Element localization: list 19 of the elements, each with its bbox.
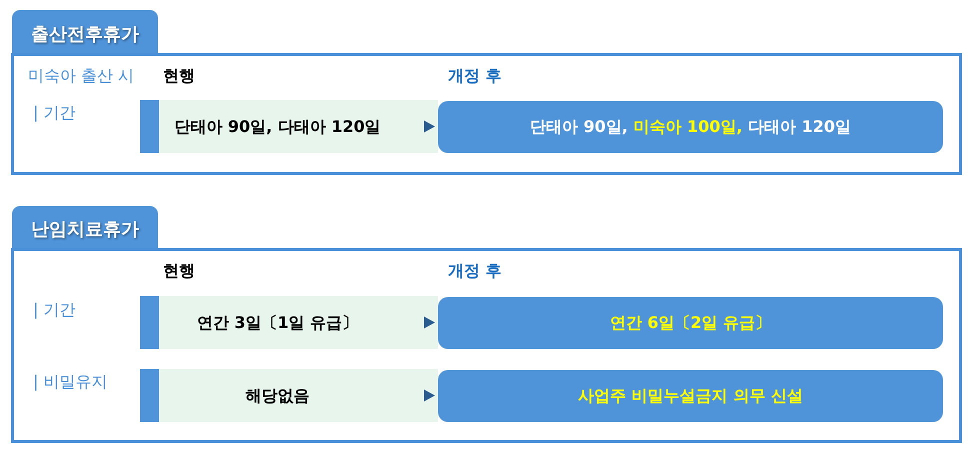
row-label: | 기간 xyxy=(33,103,76,123)
arrow xyxy=(410,100,438,153)
tab-heading: 난임치료휴가 xyxy=(12,206,158,248)
current-box: 연간 3일〔1일 유급〕 xyxy=(140,296,410,349)
column-header: 개정 후 xyxy=(448,66,502,86)
row-label: | 기간 xyxy=(33,300,76,320)
current-box: 해당없음 xyxy=(140,369,410,422)
column-header: 개정 후 xyxy=(448,261,502,281)
arrow xyxy=(410,296,438,349)
row-label: | 비밀유지 xyxy=(33,372,108,392)
current-box: 단태아 90일, 다태아 120일 xyxy=(140,100,410,153)
row-label: 미숙아 출산 시 xyxy=(28,66,134,86)
column-header: 현행 xyxy=(163,66,195,86)
revised-box: 연간 6일〔2일 유급〕 xyxy=(438,297,943,349)
revised-box: 사업주 비밀누설금지 의무 신설 xyxy=(438,370,943,422)
revised-box: 단태아 90일, 미숙아 100일, 다태아 120일 xyxy=(438,101,943,153)
tab-heading: 출산전후휴가 xyxy=(12,10,158,53)
column-header: 현행 xyxy=(163,261,195,281)
arrow xyxy=(410,369,438,422)
